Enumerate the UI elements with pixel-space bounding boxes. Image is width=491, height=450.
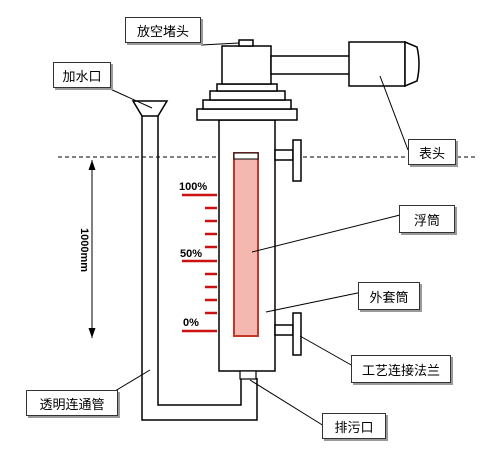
scale-label-0: 0% <box>183 317 199 329</box>
process-flange-label: 工艺连接法兰 <box>351 355 451 383</box>
vent-plug <box>238 39 254 47</box>
outer-tube-label: 外套筒 <box>358 282 420 310</box>
meter-head-label: 表头 <box>408 139 456 165</box>
upper-side-flange <box>274 139 302 182</box>
float-tube-top-cap <box>233 152 259 160</box>
drain-port-label: 排污口 <box>322 413 386 439</box>
fill-port-label: 加水口 <box>53 62 111 88</box>
process-connection-flange <box>274 312 302 356</box>
meter-head <box>348 40 420 88</box>
transparent-pipe-label: 透明连通管 <box>26 390 118 416</box>
float-tube <box>233 152 259 337</box>
transparent-connecting-pipe <box>141 116 258 421</box>
float-tube-label: 浮筒 <box>399 205 455 233</box>
drain-stub <box>239 370 257 380</box>
vent-plug-label: 放空堵头 <box>125 17 201 43</box>
height-dimension-arrow <box>88 160 96 338</box>
meter-housing <box>221 45 272 85</box>
leader-lines <box>99 42 409 427</box>
scale-label-100: 100% <box>179 181 207 193</box>
top-flange <box>196 83 298 121</box>
fill-funnel <box>131 100 169 117</box>
height-dimension-label: 1000mm <box>78 228 90 272</box>
meter-arm <box>270 55 351 75</box>
level-scale <box>182 193 217 333</box>
scale-label-50: 50% <box>180 248 202 260</box>
